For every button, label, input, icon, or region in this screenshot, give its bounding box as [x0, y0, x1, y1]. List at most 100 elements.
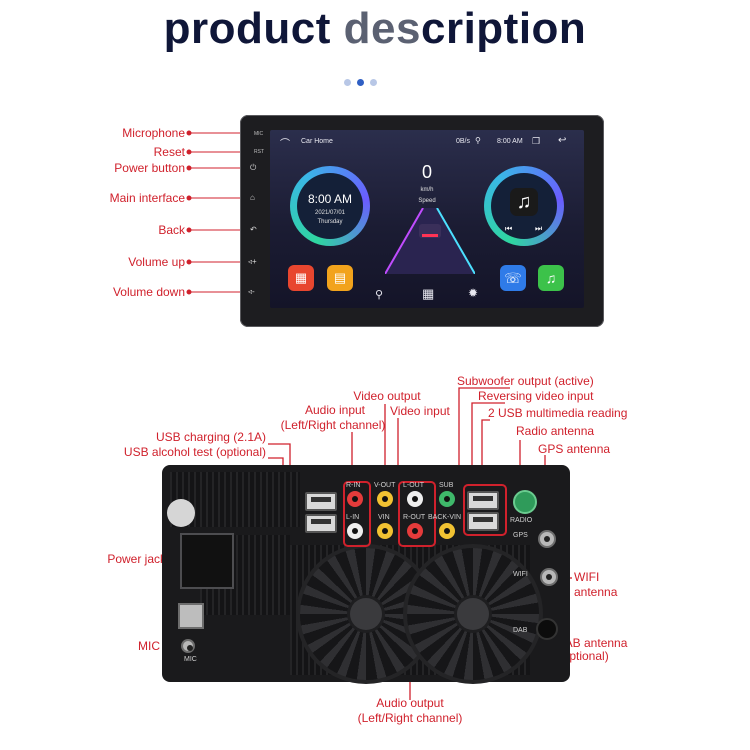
print-back-vin: BACK-VIN	[428, 514, 462, 521]
rca-subwoofer[interactable]	[439, 491, 455, 507]
status-time: 8:00 AM	[497, 138, 523, 145]
label-usb-alcohol: USB alcohol test (optional)	[123, 445, 266, 459]
usb-multimedia-port-1[interactable]	[467, 491, 499, 510]
print-r-in: R-IN	[346, 482, 361, 489]
label-audio-input-2: (Left/Right channel)	[280, 418, 386, 432]
power-jack-connector[interactable]	[180, 533, 234, 589]
radio-icon: ▤	[333, 270, 347, 285]
label-subwoofer: Subwoofer output (active)	[457, 374, 594, 388]
label-audio-input-1: Audio input	[304, 403, 366, 417]
volume-down-icon[interactable]: ◃-	[248, 287, 255, 296]
label-video-output: Video output	[353, 389, 421, 403]
label-gps-antenna: GPS antenna	[538, 442, 611, 456]
carousel-dot-2[interactable]	[357, 79, 364, 86]
music-note-icon: ♫	[510, 188, 538, 216]
wifi-antenna-port[interactable]	[540, 568, 558, 586]
music-app-icon[interactable]: ♫	[538, 265, 564, 291]
location-icon: ⚲	[475, 136, 481, 145]
rca-audio-in-right[interactable]	[347, 491, 363, 507]
rca-video-in[interactable]	[377, 523, 393, 539]
previous-track-icon[interactable]: ⏮	[505, 224, 513, 233]
rca-audio-out-right[interactable]	[407, 523, 423, 539]
carousel-dot-1[interactable]	[344, 79, 351, 86]
print-l-in: L-IN	[346, 514, 360, 521]
data-rate: 0B/s	[456, 138, 471, 145]
app-name: Car Home	[301, 138, 333, 145]
music-icon: ♫	[545, 270, 557, 286]
road-graphic	[385, 208, 475, 274]
label-volume-up: Volume up	[128, 255, 185, 269]
print-v-out: V-OUT	[374, 482, 396, 489]
phone-app-icon[interactable]: ☏	[500, 265, 526, 291]
label-wifi-2: antenna	[574, 585, 618, 599]
label-main-interface: Main interface	[109, 191, 185, 205]
mic-port[interactable]	[181, 639, 195, 653]
label-power-button: Power button	[114, 161, 185, 175]
usb-alcohol-port[interactable]	[305, 514, 337, 533]
volume-up-icon[interactable]: ◃+	[248, 257, 257, 266]
clock-ring-inner	[297, 173, 363, 239]
clock-date: 2021/07/01	[314, 210, 346, 216]
clock-widget[interactable]: 8:00 AM 2021/07/01 Thursday	[290, 166, 370, 246]
logo-mark	[167, 499, 195, 527]
label-microphone: Microphone	[122, 126, 185, 140]
speed-unit: km/h	[420, 187, 434, 193]
main-screen[interactable]: ⌒ Car Home 0B/s ⚲ 8:00 AM ❐ ↩ 8:00 AM 20…	[270, 130, 584, 308]
clapper-icon: ▦	[294, 270, 308, 285]
label-mic: MIC	[138, 639, 160, 653]
home-shape-icon[interactable]: ⌒	[280, 139, 290, 150]
print-gps: GPS	[513, 532, 528, 539]
rca-audio-in-left[interactable]	[347, 523, 363, 539]
label-reversing-video: Reversing video input	[478, 389, 594, 403]
label-usb-multimedia: 2 USB multimedia reading	[488, 406, 628, 420]
music-widget[interactable]: ♫ ⏮ ⏭	[484, 166, 564, 246]
speed-label: Speed	[418, 198, 436, 204]
power-icon[interactable]: ⏻	[250, 163, 257, 172]
print-vin: VIN	[378, 514, 390, 521]
label-back: Back	[158, 223, 185, 237]
rca-video-out[interactable]	[377, 491, 393, 507]
mic-hole-label: MIC	[254, 131, 264, 137]
next-track-icon[interactable]: ⏭	[535, 224, 543, 233]
carousel-dots[interactable]	[344, 73, 383, 91]
print-wifi: WIFI	[513, 571, 528, 578]
cooling-fan-right	[407, 548, 539, 680]
title-part-1: product	[163, 4, 344, 53]
settings-gear-icon[interactable]: ✹	[468, 286, 479, 300]
usb-multimedia-port-2[interactable]	[467, 512, 499, 531]
radio-antenna-port[interactable]	[513, 490, 537, 514]
page-title: product description	[0, 4, 750, 54]
dab-antenna-port[interactable]	[536, 618, 558, 640]
clock-day: Thursday	[317, 219, 343, 225]
title-part-3: cription	[420, 4, 587, 53]
usb-charging-port[interactable]	[305, 492, 337, 511]
reset-hole-label: RST	[254, 149, 264, 155]
navigation-icon[interactable]: ⚲	[375, 289, 384, 301]
home-icon[interactable]: ⌂	[250, 193, 255, 202]
label-dab-1: DAB antenna	[556, 636, 628, 650]
secondary-connector[interactable]	[178, 603, 204, 629]
label-usb-charging: USB charging (2.1A)	[155, 430, 266, 444]
label-reset: Reset	[153, 145, 185, 159]
label-wifi-1: WIFI	[574, 570, 600, 584]
label-audio-output-1: Audio output	[376, 696, 444, 710]
speed-value: 0	[421, 162, 432, 182]
radio-app-icon[interactable]: ▤	[327, 265, 353, 291]
label-power-jack: Power jack	[107, 552, 166, 566]
recent-apps-icon[interactable]: ❐	[532, 136, 541, 146]
print-r-out: R-OUT	[403, 514, 426, 521]
rca-reversing-video[interactable]	[439, 523, 455, 539]
print-dab: DAB	[513, 627, 528, 634]
carousel-dot-3[interactable]	[370, 79, 377, 86]
video-app-icon[interactable]: ▦	[288, 265, 314, 291]
label-radio-antenna: Radio antenna	[516, 424, 595, 438]
back-icon[interactable]: ↶	[250, 225, 257, 234]
rca-audio-out-left[interactable]	[407, 491, 423, 507]
apps-grid-icon[interactable]: ▦	[422, 286, 435, 301]
audio-output-box	[398, 481, 436, 547]
phone-icon: ☏	[504, 270, 522, 286]
gps-antenna-port[interactable]	[538, 530, 556, 548]
audio-input-box	[343, 481, 371, 547]
print-radio: RADIO	[510, 517, 533, 524]
return-icon[interactable]: ↩	[558, 135, 567, 146]
